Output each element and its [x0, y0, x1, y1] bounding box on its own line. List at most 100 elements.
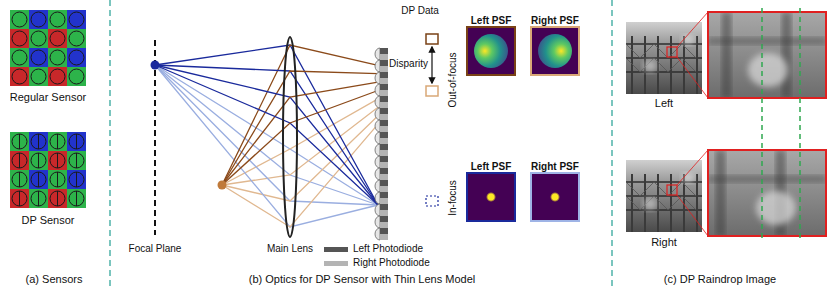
- photodiode-split: [76, 172, 77, 187]
- left-photodiode: [380, 132, 388, 138]
- color-filter: [48, 48, 67, 67]
- left-photodiode: [380, 192, 388, 198]
- out-of-focus-ray: [222, 45, 378, 185]
- right-photodiode: [380, 222, 388, 228]
- out-of-focus-ray: [222, 91, 378, 186]
- psf-ground: [466, 26, 516, 76]
- color-filter: [48, 170, 67, 189]
- disparity-arrow: [431, 47, 432, 83]
- microlens: [375, 180, 380, 192]
- inset-ground: [708, 150, 826, 236]
- psf-panel: Right PSF: [530, 26, 580, 76]
- sensor-name: Regular Sensor: [10, 91, 86, 104]
- microlens: [31, 172, 46, 187]
- microlens: [375, 156, 380, 168]
- microlens: [375, 204, 380, 216]
- photodiode-split: [38, 153, 39, 168]
- psf-ground: [530, 26, 580, 76]
- microlens: [50, 69, 65, 84]
- blurred-rail: [708, 38, 826, 44]
- blurred-post: [782, 12, 791, 98]
- right-photodiode: [380, 126, 388, 132]
- inset-ground: [708, 12, 826, 98]
- zoom-inset: [708, 12, 826, 98]
- zoom-region: [667, 185, 677, 195]
- part-name: DP Data: [401, 5, 439, 17]
- in-focus-ray: [155, 65, 378, 227]
- raindrop: [643, 60, 657, 72]
- color-filter: [67, 48, 86, 67]
- sensor-name: DP Sensor: [22, 214, 75, 227]
- psf-title: Right PSF: [531, 15, 579, 27]
- in-focus-ray: [155, 65, 378, 205]
- microlens: [50, 172, 65, 187]
- panel-caption: (c) DP Raindrop Image: [664, 273, 776, 286]
- in-focus-ray: [155, 65, 378, 205]
- microlens: [12, 172, 27, 187]
- color-filter: [10, 132, 29, 151]
- left-photodiode: [380, 120, 388, 126]
- blurred-post: [722, 12, 731, 98]
- raindrop: [748, 53, 788, 87]
- photodiode-split: [57, 134, 58, 149]
- panel-separator: [611, 0, 613, 290]
- microlens: [375, 132, 380, 144]
- raindrop-image: [626, 22, 702, 94]
- color-filter: [10, 189, 29, 208]
- color-filter: [29, 170, 48, 189]
- color-filter: [67, 132, 86, 151]
- left-photodiode: [380, 72, 388, 78]
- part-name: Focal Plane: [129, 243, 182, 255]
- legend-swatch: [324, 261, 348, 266]
- color-filter: [67, 29, 86, 48]
- zoom-leaders: [677, 12, 708, 236]
- microlens: [69, 69, 84, 84]
- right-photodiode: [380, 138, 388, 144]
- color-filter: [10, 10, 29, 29]
- microlens: [50, 50, 65, 65]
- in-focus-ray: [155, 65, 378, 205]
- microlens: [31, 12, 46, 27]
- photodiode-split: [57, 153, 58, 168]
- left-photodiode: [380, 108, 388, 114]
- right-photodiode: [380, 54, 388, 60]
- in-focus-point: [151, 61, 160, 70]
- out-of-focus-ray: [222, 71, 378, 185]
- microlens: [69, 172, 84, 187]
- microlens: [375, 60, 380, 72]
- color-filter: [29, 151, 48, 170]
- microlens: [375, 168, 380, 180]
- left-photodiode: [380, 168, 388, 174]
- inset-frame: [708, 12, 826, 98]
- color-filter: [29, 29, 48, 48]
- right-photodiode: [380, 150, 388, 156]
- psf-panel: Left PSF: [466, 26, 516, 76]
- microlens: [375, 48, 380, 60]
- out-of-focus-ray: [222, 82, 378, 185]
- psf-dot: [550, 192, 560, 202]
- alignment-guide: [799, 8, 801, 242]
- color-filter: [29, 189, 48, 208]
- state-label: In-focus: [447, 180, 459, 216]
- photo-ground: [626, 22, 702, 94]
- out-of-focus-ray: [222, 99, 378, 185]
- light-rays: [155, 45, 378, 227]
- microlens: [375, 228, 380, 240]
- out-of-focus-ray: [222, 116, 378, 201]
- left-photodiode: [380, 48, 388, 54]
- blurred-post: [716, 150, 725, 236]
- psf-dot: [486, 192, 496, 202]
- dp-sensor-column: [375, 48, 388, 240]
- color-filter: [29, 10, 48, 29]
- left-photodiode: [380, 228, 388, 234]
- psf-title: Left PSF: [471, 161, 512, 173]
- microlens: [375, 108, 380, 120]
- left-photodiode: [380, 156, 388, 162]
- state-label: Out-of-focus: [447, 52, 459, 107]
- color-filter: [10, 151, 29, 170]
- microlens: [69, 153, 84, 168]
- photodiode-split: [38, 191, 39, 206]
- microlens: [50, 31, 65, 46]
- left-photodiode: [380, 204, 388, 210]
- microlens: [375, 216, 380, 228]
